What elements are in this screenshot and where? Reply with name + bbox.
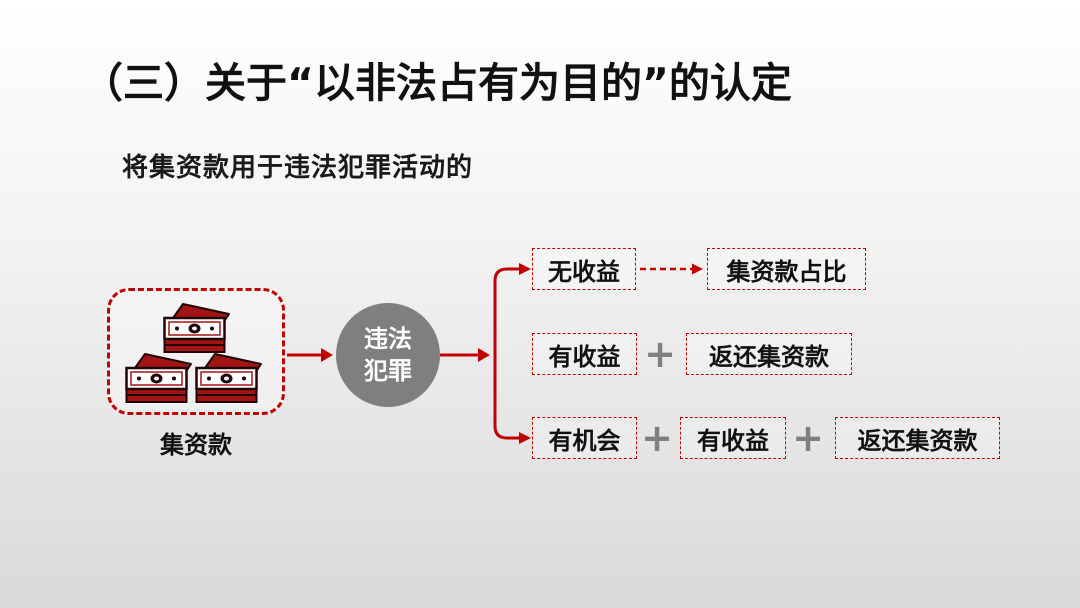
branch-3-box-1: 有机会 (532, 417, 637, 459)
branch-3-box-2: 有收益 (680, 417, 786, 459)
branch-2-box-1: 有收益 (532, 333, 637, 375)
bracket-top-arrowhead (519, 263, 531, 275)
branch-1-box-1: 无收益 (532, 248, 636, 290)
branch-3-plus-1: + (641, 416, 673, 460)
page-title: （三）关于“以非法占有为目的”的认定 (82, 59, 792, 107)
bracket-bottom-arrowhead (519, 432, 531, 444)
arrow-source-to-process (287, 348, 333, 362)
process-line-2: 犯罪 (364, 357, 412, 385)
process-line-1: 违法 (364, 325, 412, 353)
process-circle: 违法 犯罪 (336, 303, 440, 407)
dashed-arrow-row-1 (640, 263, 703, 275)
branch-1-box-2: 集资款占比 (707, 248, 866, 290)
branch-3-box-3: 返还集资款 (835, 417, 1000, 459)
branch-3-plus-2: + (792, 416, 824, 460)
branch-bracket (493, 263, 531, 444)
source-box (107, 288, 285, 415)
branch-2-plus-1: + (644, 332, 676, 376)
branch-2-box-2: 返还集资款 (686, 333, 852, 375)
page-subtitle: 将集资款用于违法犯罪活动的 (122, 153, 474, 183)
arrow-process-to-branches (440, 348, 490, 362)
source-label: 集资款 (160, 431, 232, 459)
